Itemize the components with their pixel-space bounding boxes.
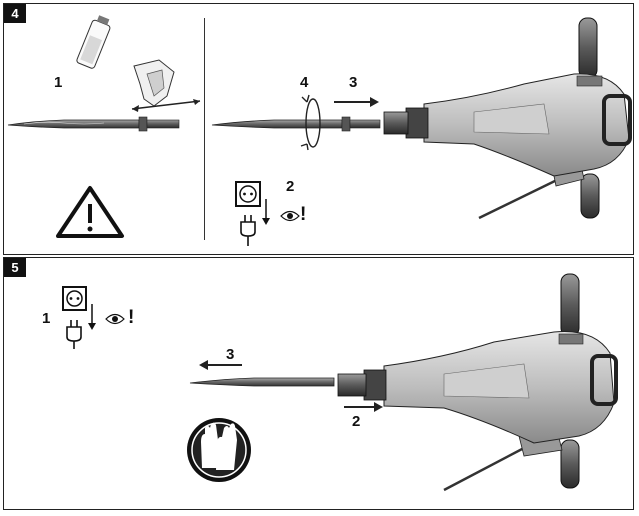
down-arrow-icon: [262, 199, 270, 225]
unlock-arrow-icon: [344, 402, 383, 412]
step-4-illustration: [7, 15, 632, 246]
breaker-hammer-icon: [337, 273, 618, 492]
chisel-icon: [189, 377, 335, 387]
step-5-illustration: [62, 273, 618, 492]
label-remove: 3: [226, 346, 235, 363]
label-unlock: 2: [352, 413, 361, 430]
label-unplug: 2: [286, 178, 295, 195]
step-4-panel: 4 1 4 3 2 !: [3, 3, 634, 255]
exclamation-mark: !: [128, 307, 135, 328]
label-rotate: 4: [300, 74, 309, 91]
down-arrow-icon: [88, 304, 96, 330]
chisel-icon: [211, 116, 381, 132]
plug-icon: [66, 320, 82, 349]
warning-triangle-icon: [56, 186, 124, 238]
grease-tube-icon: [76, 15, 111, 69]
wall-socket-icon: [62, 286, 87, 311]
insert-arrow-icon: [334, 97, 379, 107]
breaker-hammer-icon: [383, 17, 632, 220]
plug-icon: [240, 215, 256, 246]
eye-icon: [105, 313, 125, 325]
eye-icon: [280, 210, 300, 222]
gloves-icon: [187, 418, 251, 482]
exclamation-mark: !: [300, 204, 307, 225]
rotate-arrow-icon: [300, 94, 321, 151]
panel-divider: [204, 18, 205, 240]
step-number-badge: 4: [4, 4, 26, 23]
label-grease: 1: [54, 74, 63, 91]
chisel-icon: [7, 116, 180, 132]
label-unplug: 1: [42, 310, 51, 327]
cloth-icon: [131, 59, 201, 112]
remove-arrow-icon: [199, 360, 242, 370]
wall-socket-icon: [235, 181, 261, 207]
step-number-badge: 5: [4, 258, 26, 277]
step-5-panel: 5 1 ! 3 2: [3, 257, 634, 510]
label-insert: 3: [349, 74, 358, 91]
